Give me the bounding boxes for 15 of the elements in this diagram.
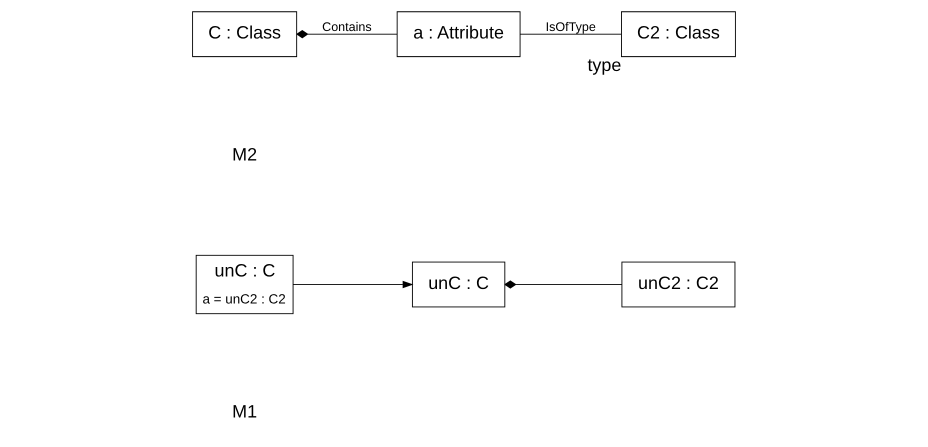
connector: [296, 30, 398, 38]
node-box: C : Class: [192, 11, 298, 58]
edge-label: Contains: [322, 20, 372, 34]
edge-label: IsOfType: [546, 20, 596, 34]
node-box: unC2 : C2: [621, 262, 736, 308]
node-label: type: [587, 54, 622, 75]
arrow: [292, 280, 414, 288]
label: M1: [232, 401, 258, 422]
node-box: a : Attribute: [396, 11, 521, 58]
node-box: C2 : Class: [621, 11, 736, 58]
connector: [504, 280, 622, 289]
label: M2: [232, 144, 258, 165]
node-box: unC : C: [412, 262, 506, 308]
connector: [520, 34, 622, 35]
node-box: unC : C a = unC2 : C2: [196, 254, 294, 314]
